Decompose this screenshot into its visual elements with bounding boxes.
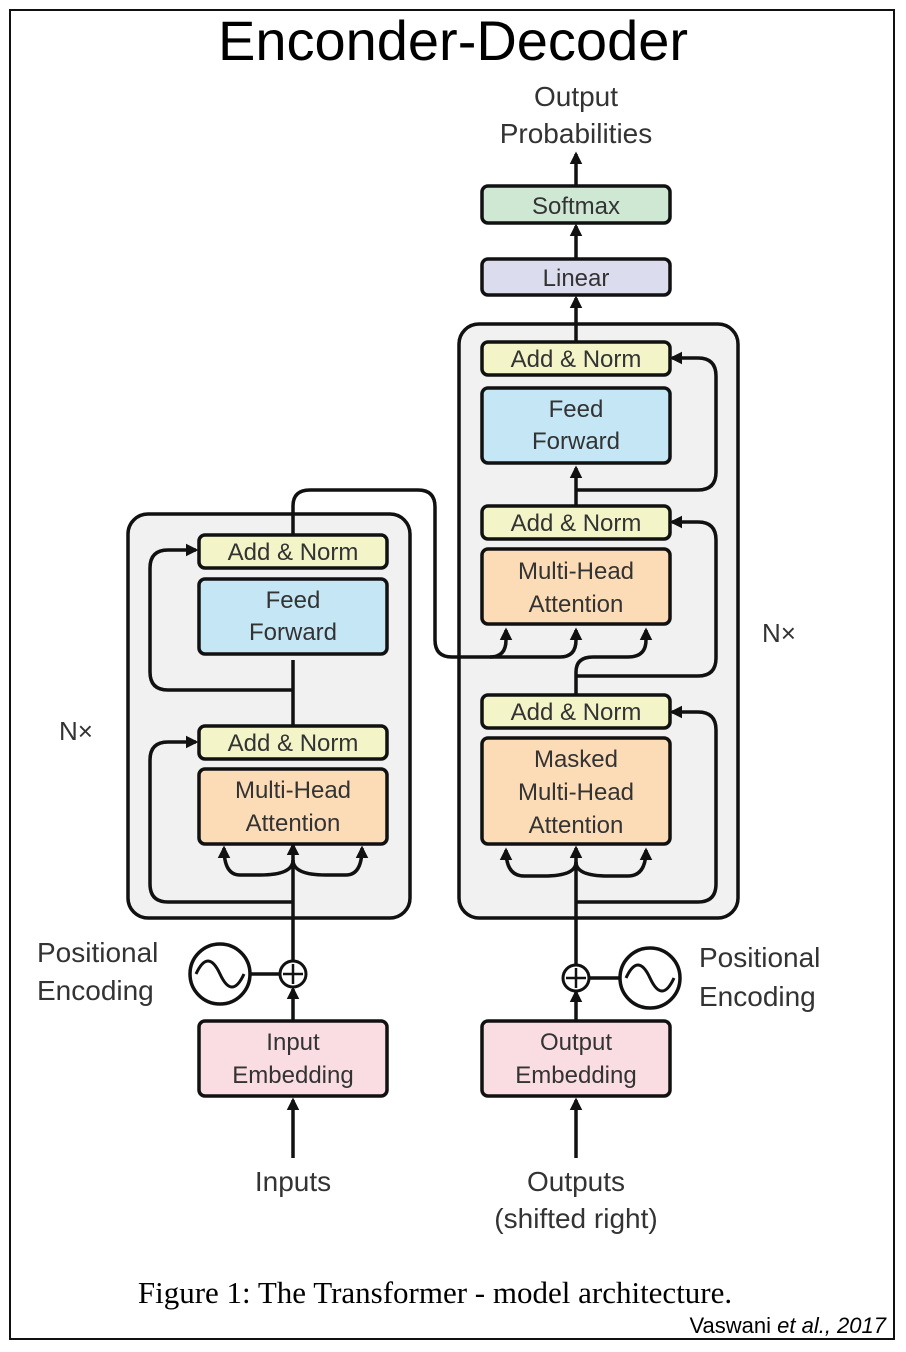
encoder-connectors [148,488,583,1158]
encoder-add-norm-bottom-label: Add & Norm [228,730,359,757]
citation: Vaswani et al., 2017 [689,1313,886,1338]
decoder-add-norm-bottom-label: Add & Norm [511,699,642,726]
citation-year: 2017 [831,1313,887,1338]
encoder-feed-forward: Feed Forward [197,577,389,656]
decoder-outputs-label-1: Outputs [527,1166,625,1197]
decoder-feed-forward: Feed Forward [480,386,672,465]
decoder-add-circle [561,963,591,993]
decoder-masked-label-3: Attention [529,812,624,839]
decoder-add-norm-top-label: Add & Norm [511,346,642,373]
encoder-repeat-label: N× [59,716,93,746]
decoder-softmax: Softmax [480,184,672,225]
output-probabilities-label-1: Output [534,81,618,112]
encoder-pos-encoding-label-2: Encoding [37,975,154,1006]
encoder-embedding-label-2: Embedding [232,1062,353,1089]
decoder-embedding-label-2: Embedding [515,1062,636,1089]
encoder-inputs-label: Inputs [255,1166,331,1197]
encoder-embedding-label-1: Input [266,1029,320,1056]
encoder-stack [126,512,412,920]
decoder-pos-encoding-label-2: Encoding [699,981,816,1012]
encoder-add-norm-top-label: Add & Norm [228,539,359,566]
figure-frame [9,9,895,1340]
decoder-add-norm-bottom: Add & Norm [480,693,672,730]
decoder-masked-label-1: Masked [534,746,618,773]
decoder-linear-label: Linear [543,265,610,292]
decoder-multi-head-attention: Multi-Head Attention [480,547,672,626]
decoder-feed-forward-label-2: Forward [532,428,620,455]
decoder-masked-multi-head-attention: Masked Multi-Head Attention [480,736,672,846]
decoder-repeat-label: N× [762,618,796,648]
encoder-pos-encoding-label-1: Positional [37,937,158,968]
encoder-attention-label-1: Multi-Head [235,777,351,804]
decoder-masked-label-2: Multi-Head [518,779,634,806]
encoder-feed-forward-label-1: Feed [266,587,321,614]
decoder-add-norm-mid-label: Add & Norm [511,510,642,537]
citation-etal: et al., [777,1313,831,1338]
output-probabilities-label-2: Probabilities [500,118,653,149]
encoder-feed-forward-label-2: Forward [249,619,337,646]
encoder-sine-wave-icon [188,942,252,1006]
decoder-attention-label-1: Multi-Head [518,558,634,585]
decoder-embedding-label-1: Output [540,1029,612,1056]
encoder-add-norm-bottom: Add & Norm [197,724,389,761]
citation-author: Vaswani [689,1313,777,1338]
figure-caption: Figure 1: The Transformer - model archit… [138,1275,732,1310]
encoder-add-circle [278,959,308,989]
decoder-linear: Linear [480,257,672,297]
decoder-softmax-label: Softmax [532,193,620,220]
decoder-attention-label-2: Attention [529,591,624,618]
decoder-output-embedding: Output Embedding [480,1019,672,1098]
encoder-attention-label-2: Attention [246,810,341,837]
decoder-add-norm-top: Add & Norm [480,340,672,377]
encoder-multi-head-attention: Multi-Head Attention [197,767,389,846]
encoder-input-embedding: Input Embedding [197,1019,389,1098]
diagram-title: Enconder-Decoder [218,9,688,72]
encoder-add-norm-top: Add & Norm [197,533,389,570]
decoder-add-norm-mid: Add & Norm [480,504,672,541]
decoder-connectors [499,151,718,1158]
decoder-pos-encoding-label-1: Positional [699,942,820,973]
decoder-feed-forward-label-1: Feed [549,396,604,423]
decoder-outputs-label-2: (shifted right) [494,1203,657,1234]
decoder-sine-wave-icon [618,946,682,1010]
